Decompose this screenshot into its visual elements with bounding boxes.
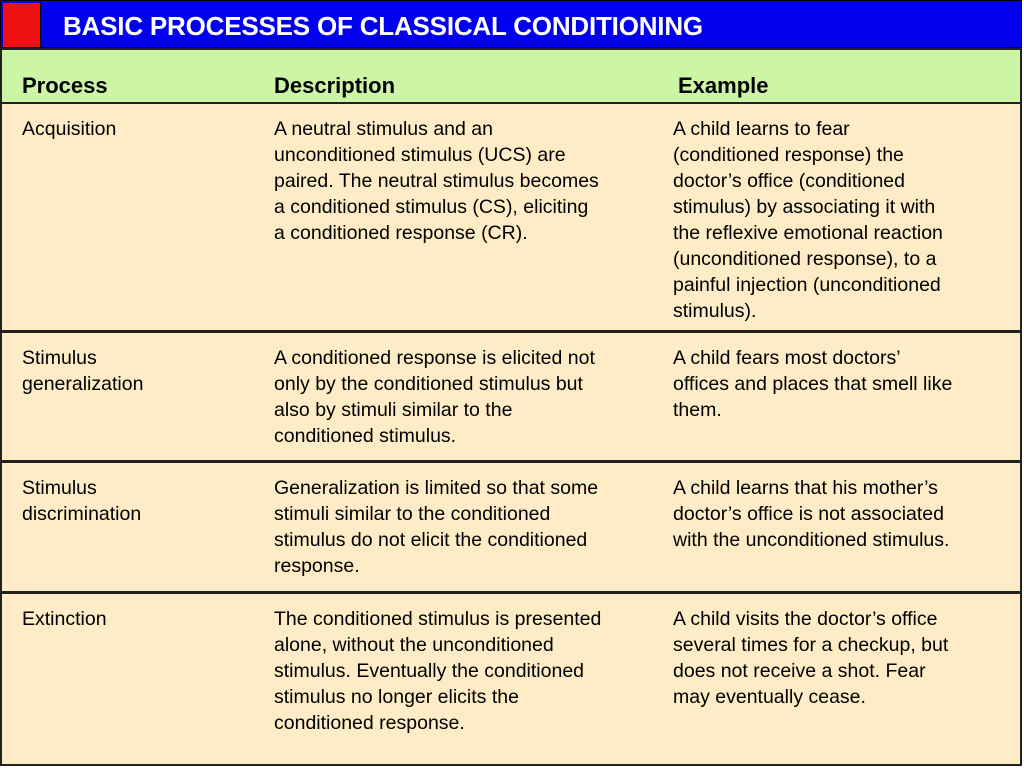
text-line: Extinction (22, 608, 107, 630)
text-line: generalization (22, 373, 144, 395)
header-process: Process (22, 73, 108, 98)
example-cell: A child fears most doctors’ offices and … (673, 345, 1015, 423)
example-cell: A child visits the doctor’s office sever… (673, 606, 1015, 710)
text-line: doctor’s office is not associated (673, 503, 944, 525)
text-line: stimulus). (673, 300, 757, 322)
description-cell: The conditioned stimulus is presented al… (274, 606, 659, 736)
text-line: A neutral stimulus and an (274, 118, 493, 140)
table-row-extinction: Extinction The conditioned stimulus is p… (2, 594, 1020, 764)
table-header-row: Process Description Example (2, 48, 1020, 104)
text-line: the reflexive emotional reaction (673, 222, 943, 244)
text-line: stimuli similar to the conditioned (274, 503, 551, 525)
text-line: stimulus. Eventually the conditioned (274, 660, 585, 682)
text-line: stimulus do not elicit the conditioned (274, 529, 588, 551)
text-line: paired. The neutral stimulus becomes (274, 170, 599, 192)
text-line: stimulus) by associating it with (673, 196, 936, 218)
text-line: alone, without the unconditioned (274, 634, 554, 656)
text-line: conditioned stimulus. (274, 425, 457, 447)
process-cell: Stimulus generalization (22, 345, 242, 397)
text-line: several times for a checkup, but (673, 634, 949, 656)
text-line: Generalization is limited so that some (274, 477, 599, 499)
text-line: (conditioned response) the (673, 144, 904, 166)
text-line: only by the conditioned stimulus but (274, 373, 583, 395)
table-row-acquisition: Acquisition A neutral stimulus and an un… (2, 104, 1020, 333)
text-line: A conditioned response is elicited not (274, 347, 595, 369)
text-line: unconditioned stimulus (UCS) are (274, 144, 566, 166)
header-description: Description (274, 73, 396, 98)
text-line: stimulus no longer elicits the (274, 686, 519, 708)
text-line: conditioned response. (274, 712, 465, 734)
text-line: painful injection (unconditioned (673, 274, 941, 296)
text-line: discrimination (22, 503, 142, 525)
example-cell: A child learns to fear (conditioned resp… (673, 116, 1015, 324)
description-cell: Generalization is limited so that some s… (274, 475, 659, 579)
text-line: doctor’s office (conditioned (673, 170, 905, 192)
header-example: Example (678, 73, 769, 98)
text-line: also by stimuli similar to the (274, 399, 513, 421)
text-line: A child visits the doctor’s office (673, 608, 938, 630)
text-line: response. (274, 555, 360, 577)
slide-title: BASIC PROCESSES OF CLASSICAL CONDITIONIN… (63, 11, 703, 41)
title-accent-square (3, 3, 41, 47)
text-line: a conditioned response (CR). (274, 222, 528, 244)
text-line: does not receive a shot. Fear (673, 660, 926, 682)
text-line: The conditioned stimulus is presented (274, 608, 602, 630)
text-line: may eventually cease. (673, 686, 866, 708)
text-line: them. (673, 399, 722, 421)
example-cell: A child learns that his mother’s doctor’… (673, 475, 1015, 553)
text-line: Acquisition (22, 118, 117, 140)
table-row-stimulus-generalization: Stimulus generalization A conditioned re… (2, 333, 1020, 463)
description-cell: A neutral stimulus and an unconditioned … (274, 116, 659, 246)
table-row-stimulus-discrimination: Stimulus discrimination Generalization i… (2, 463, 1020, 594)
process-cell: Stimulus discrimination (22, 475, 242, 527)
title-bar: BASIC PROCESSES OF CLASSICAL CONDITIONIN… (0, 0, 1022, 48)
text-line: A child learns that his mother’s (673, 477, 938, 499)
text-line: (unconditioned response), to a (673, 248, 937, 270)
text-line: Stimulus (22, 347, 97, 369)
description-cell: A conditioned response is elicited not o… (274, 345, 659, 449)
text-line: A child fears most doctors’ (673, 347, 901, 369)
text-line: A child learns to fear (673, 118, 850, 140)
conditioning-table: Process Description Example Acquisition … (0, 48, 1022, 766)
text-line: Stimulus (22, 477, 97, 499)
text-line: with the unconditioned stimulus. (673, 529, 950, 551)
process-cell: Extinction (22, 606, 242, 632)
process-cell: Acquisition (22, 116, 242, 142)
text-line: a conditioned stimulus (CS), eliciting (274, 196, 589, 218)
text-line: offices and places that smell like (673, 373, 953, 395)
